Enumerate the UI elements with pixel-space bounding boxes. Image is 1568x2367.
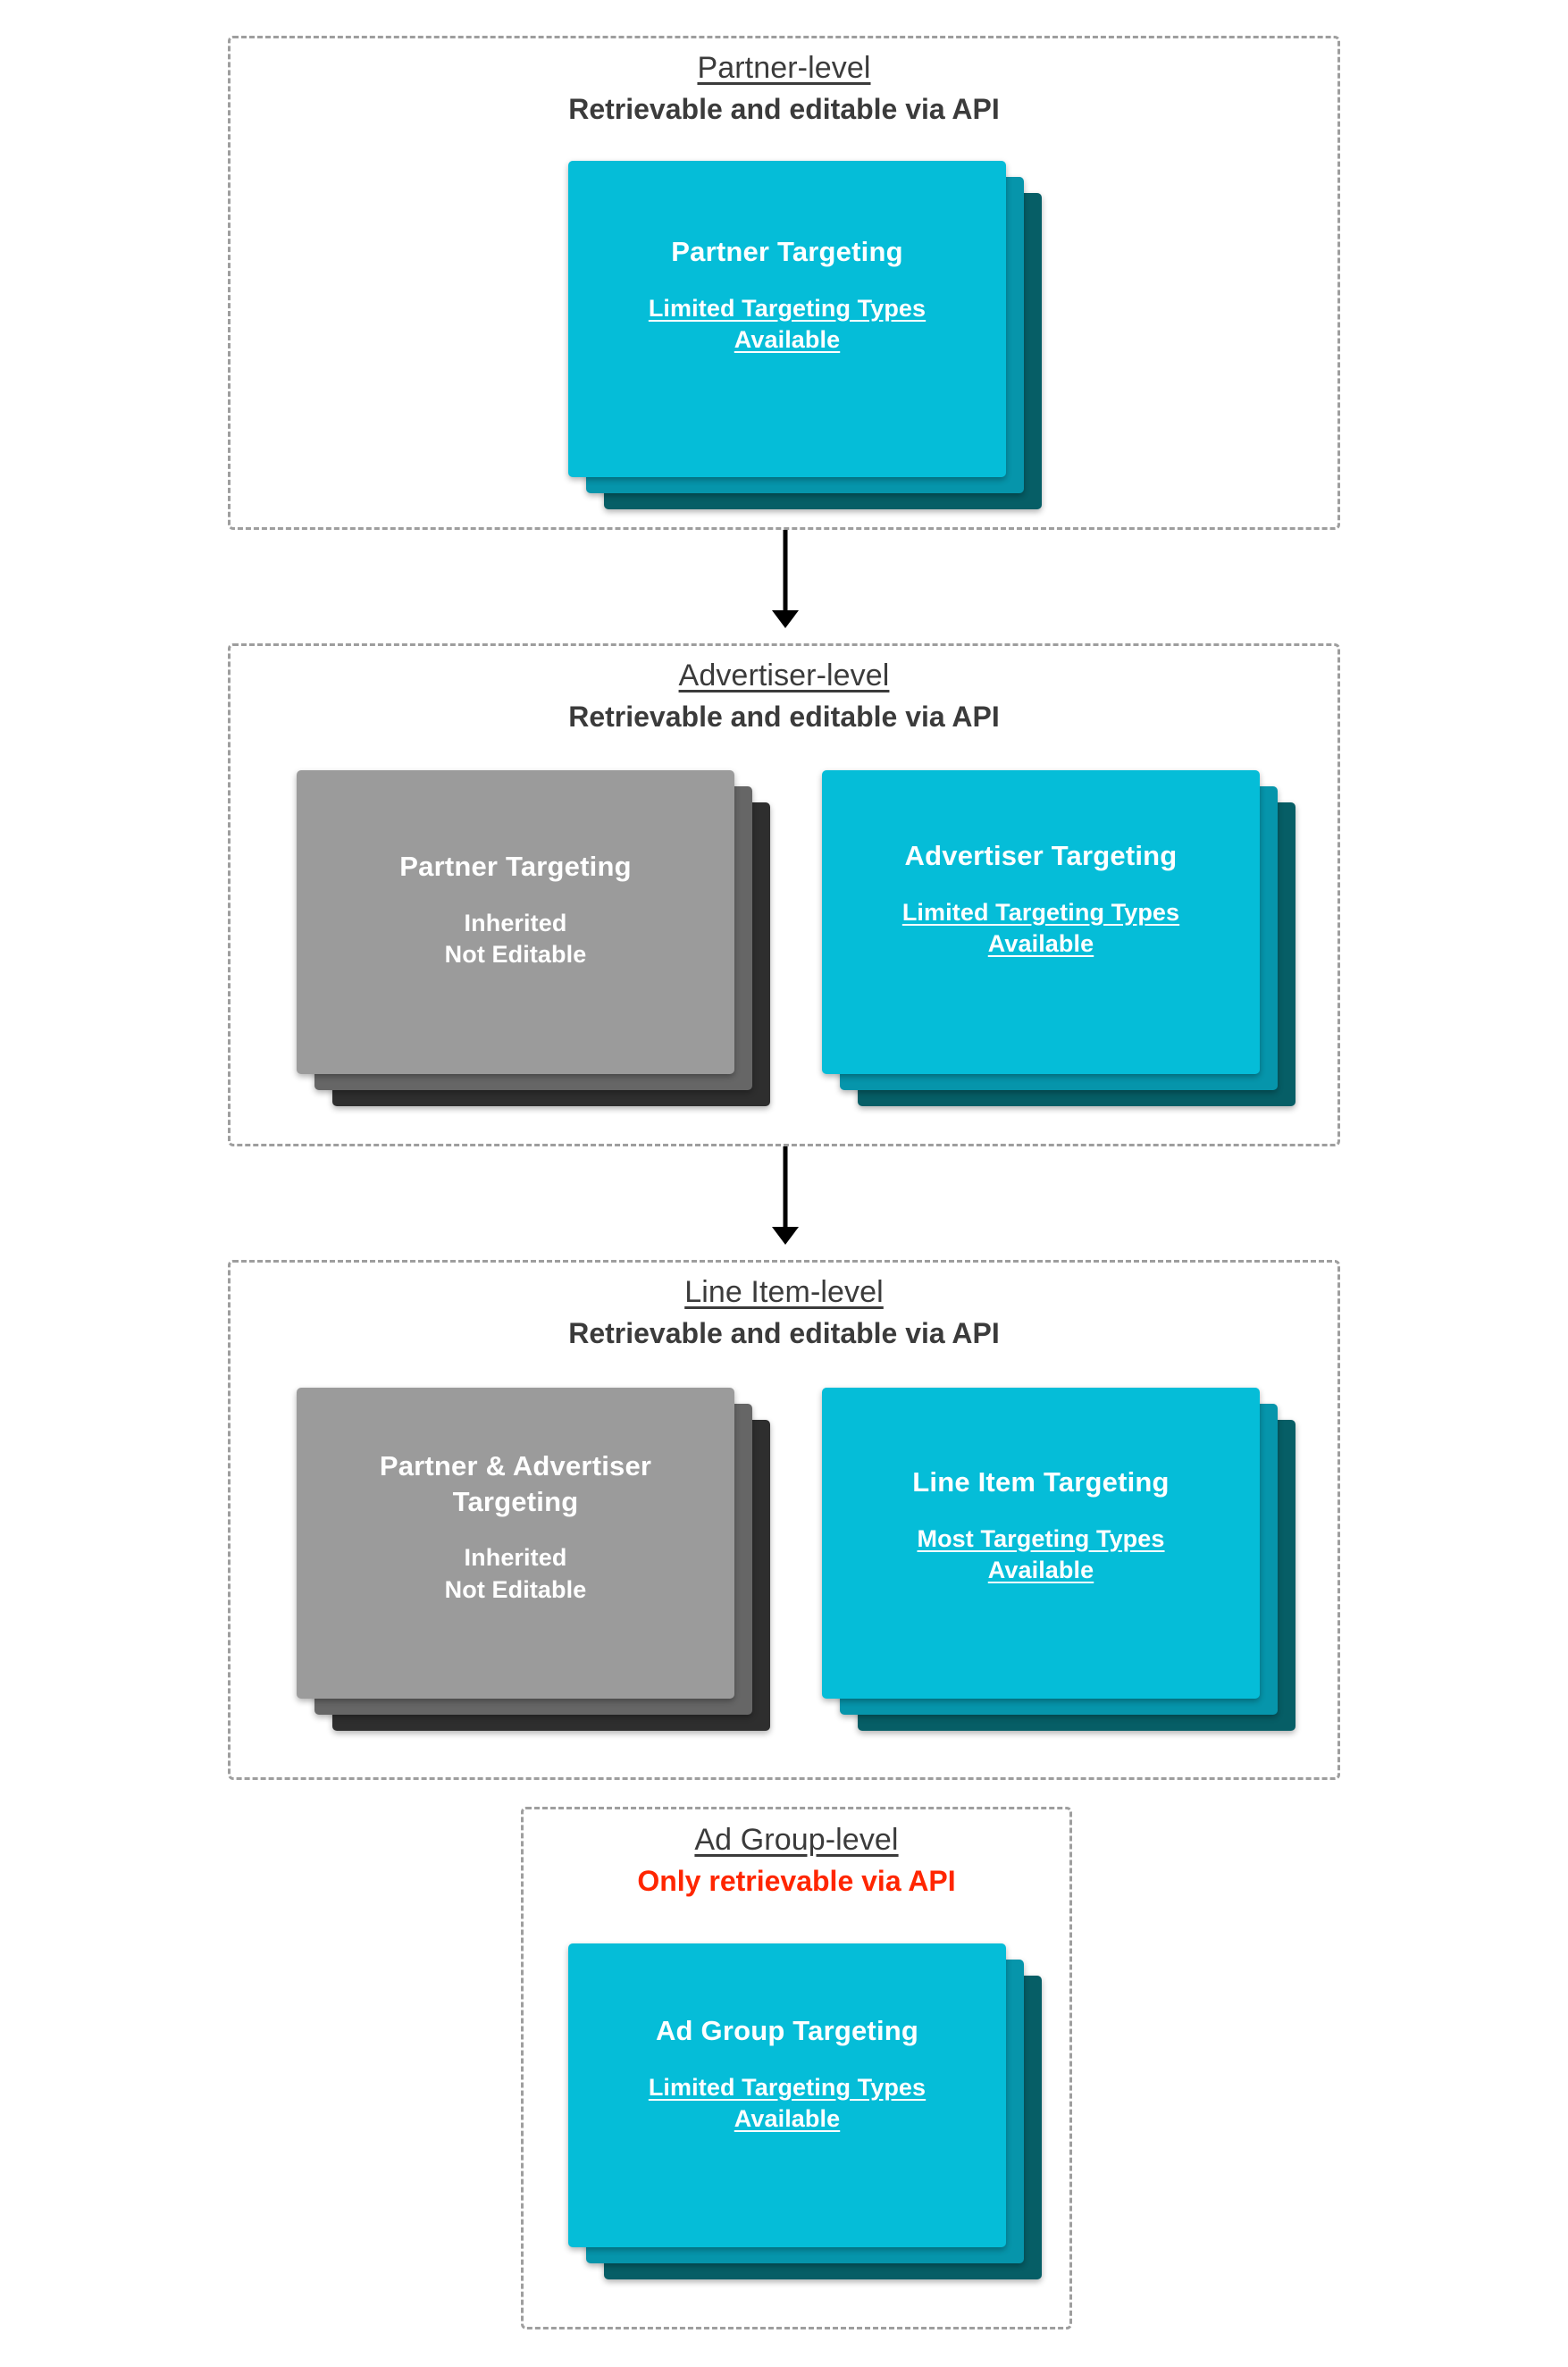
card-stack-ad-group-targeting: Ad Group Targeting Limited Targeting Typ… [568,1943,1042,2294]
card-stack-partner-targeting-inherited: Partner Targeting Inherited Not Editable [297,770,770,1121]
level-box-advertiser [228,643,1340,1146]
card-body: Line Item Targeting Most Targeting Types… [822,1465,1260,1587]
card-body: Partner & Advertiser Targeting Inherited… [297,1448,734,1607]
card-partner-targeting-inherited[interactable]: Partner Targeting Inherited Not Editable [297,770,734,1074]
card-body: Partner Targeting Inherited Not Editable [297,849,734,971]
level-box-ad-group [521,1807,1072,2329]
card-note: Limited Targeting Types Available [648,294,927,354]
card-note: Limited Targeting Types Available [901,898,1180,958]
card-stack-partner-advertiser-targeting-inherited: Partner & Advertiser Targeting Inherited… [297,1388,770,1745]
card-partner-targeting[interactable]: Partner Targeting Limited Targeting Type… [568,161,1006,477]
card-partner-advertiser-targeting-inherited[interactable]: Partner & Advertiser Targeting Inherited… [297,1388,734,1699]
card-title: Partner Targeting [399,851,632,882]
card-body: Partner Targeting Limited Targeting Type… [568,234,1006,357]
arrow-head [772,1227,799,1245]
arrow-head [772,610,799,628]
card-body: Advertiser Targeting Limited Targeting T… [822,838,1260,961]
card-stack-partner-targeting: Partner Targeting Limited Targeting Type… [568,161,1042,509]
card-line-item-targeting[interactable]: Line Item Targeting Most Targeting Types… [822,1388,1260,1699]
card-title: Partner Targeting [671,236,903,267]
card-advertiser-targeting[interactable]: Advertiser Targeting Limited Targeting T… [822,770,1260,1074]
card-note: Most Targeting Types Available [917,1524,1165,1584]
card-title: Advertiser Targeting [904,840,1178,871]
card-stack-line-item-targeting: Line Item Targeting Most Targeting Types… [822,1388,1295,1745]
arrow-shaft [783,530,788,612]
card-body: Ad Group Targeting Limited Targeting Typ… [568,2013,1006,2136]
card-title: Line Item Targeting [912,1466,1170,1498]
card-title: Ad Group Targeting [655,2015,919,2046]
card-ad-group-targeting[interactable]: Ad Group Targeting Limited Targeting Typ… [568,1943,1006,2247]
card-note: Limited Targeting Types Available [648,2073,927,2133]
card-stack-advertiser-targeting: Advertiser Targeting Limited Targeting T… [822,770,1295,1121]
card-note: Inherited Not Editable [444,1544,587,1603]
card-note: Inherited Not Editable [444,909,587,969]
level-box-line-item [228,1260,1340,1780]
level-box-partner [228,36,1340,530]
card-title: Partner & Advertiser Targeting [379,1450,652,1517]
arrow-shaft [783,1146,788,1229]
